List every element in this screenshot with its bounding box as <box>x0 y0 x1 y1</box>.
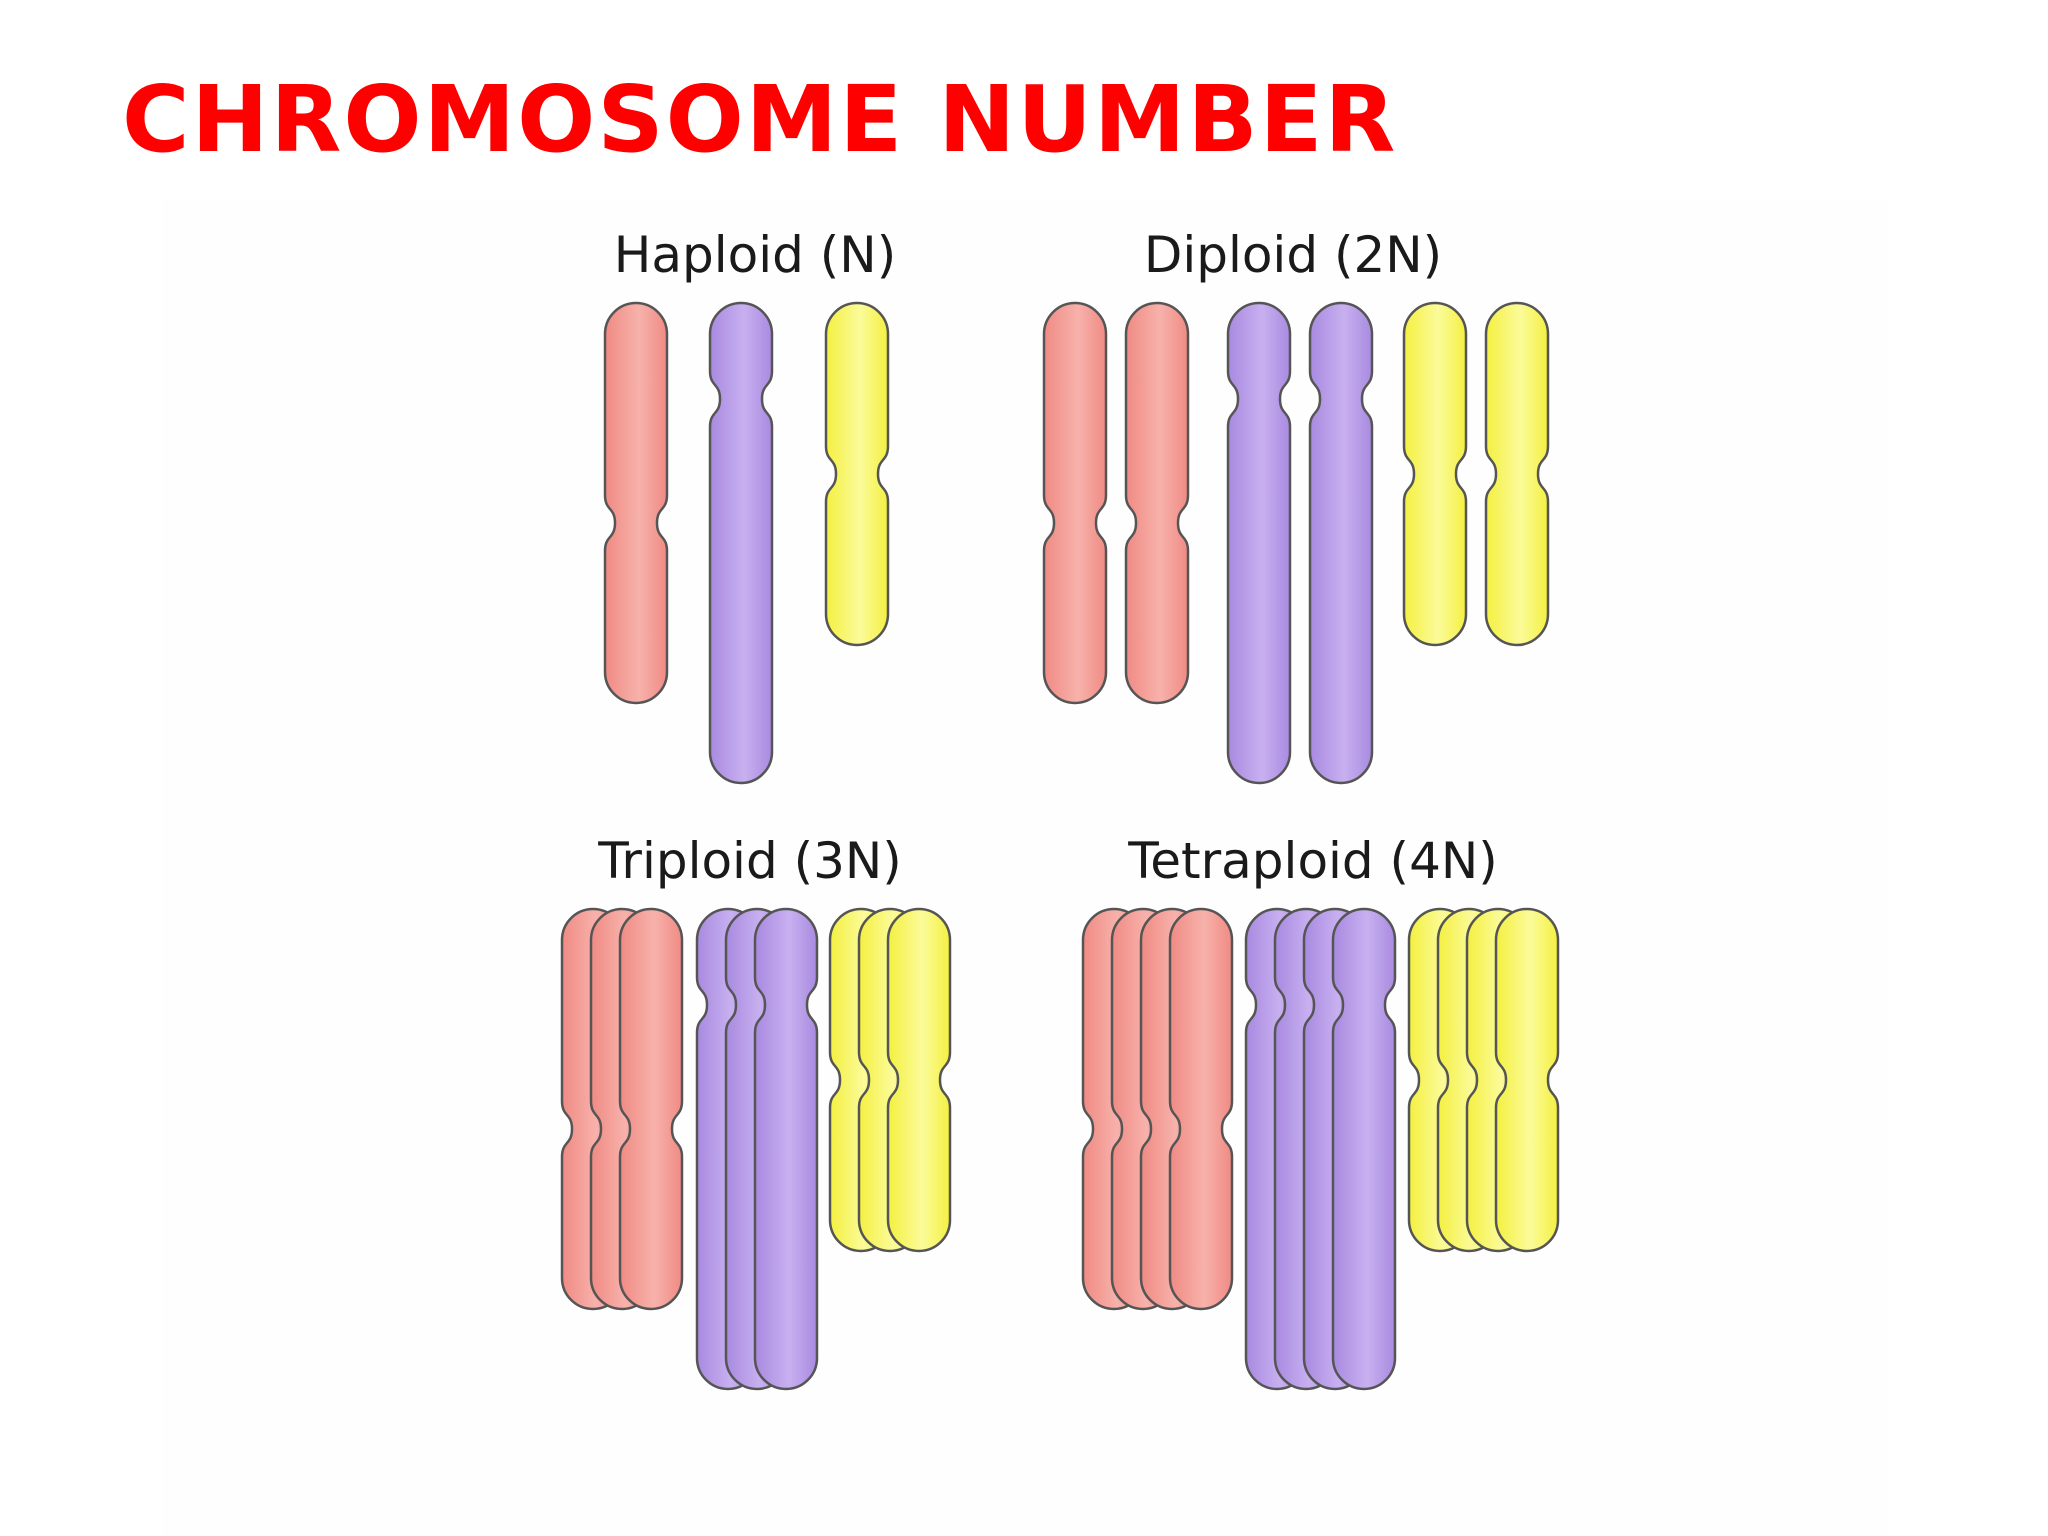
chromosome-purple-3-4 <box>1331 907 1397 1391</box>
chromosome-yellow-3-4 <box>1494 907 1560 1253</box>
chromosome-purple-2-3 <box>753 907 819 1391</box>
group-haploid: Haploid (N) <box>603 226 896 785</box>
chromosome-red-1-2 <box>1124 301 1190 705</box>
chromosome-set-triploid <box>560 907 952 1391</box>
chromosome-yellow-1-2 <box>1484 301 1550 647</box>
chromosome-red-3-4 <box>1168 907 1234 1311</box>
chromosome-purple-0-1 <box>708 301 774 785</box>
chromosome-purple-1-1 <box>1226 301 1292 785</box>
group-triploid: Triploid (3N) <box>560 832 952 1391</box>
chromosome-yellow-1-1 <box>1402 301 1468 647</box>
chromosome-set-tetraploid <box>1081 907 1560 1391</box>
group-label-diploid: Diploid (2N) <box>1144 226 1442 284</box>
slide-title: CHROMOSOME NUMBER <box>122 66 1398 173</box>
group-label-haploid: Haploid (N) <box>614 226 896 284</box>
chromosome-set-haploid <box>603 301 890 785</box>
chromosome-purple-1-2 <box>1308 301 1374 785</box>
group-diploid: Diploid (2N) <box>1042 226 1550 785</box>
group-label-triploid: Triploid (3N) <box>597 832 902 890</box>
chromosome-yellow-2-3 <box>886 907 952 1253</box>
chromosome-set-diploid <box>1042 301 1550 785</box>
group-label-tetraploid: Tetraploid (4N) <box>1127 832 1498 890</box>
figure-panel <box>162 200 1888 1536</box>
chromosome-red-1-1 <box>1042 301 1108 705</box>
chromosome-yellow-0-1 <box>824 301 890 647</box>
chromosome-red-0-1 <box>603 301 669 705</box>
chromosome-red-2-3 <box>618 907 684 1311</box>
group-tetraploid: Tetraploid (4N) <box>1081 832 1560 1391</box>
